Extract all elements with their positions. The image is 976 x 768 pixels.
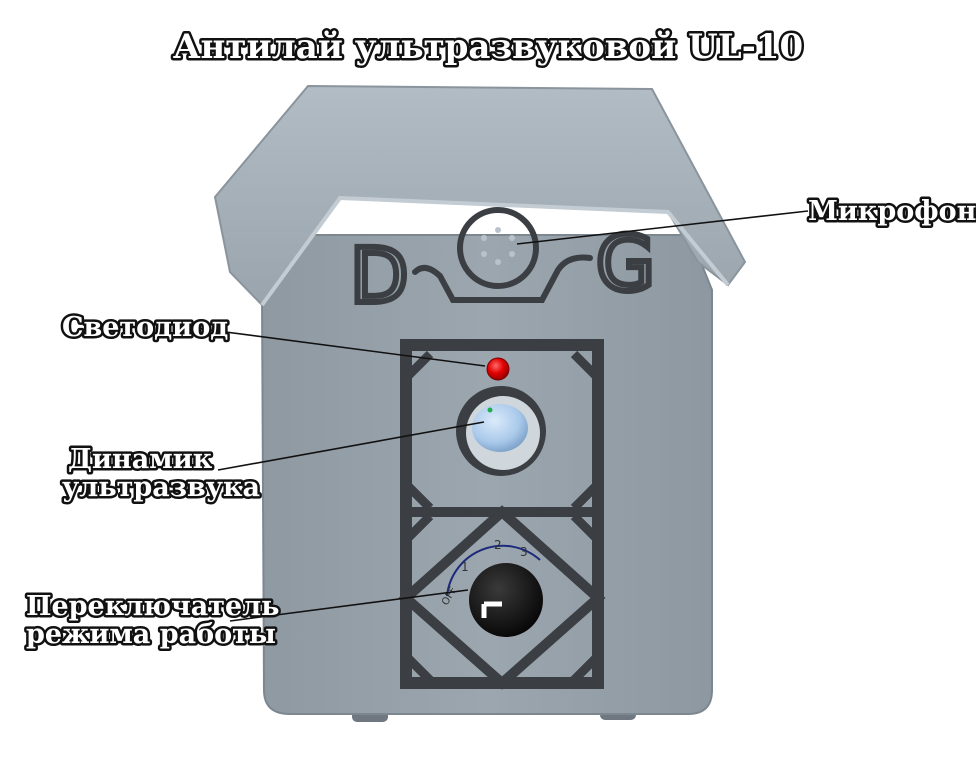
label-speaker-line1: Динамик — [68, 444, 213, 475]
label-led: Светодиод — [62, 312, 228, 343]
ultrasonic-speaker — [456, 386, 546, 476]
microphone-grille — [481, 227, 515, 265]
leader-lines — [194, 210, 809, 622]
dial-label-2: 2 — [494, 538, 502, 552]
device-roof-edge — [260, 195, 730, 307]
microphone-ring — [457, 207, 539, 289]
leader-led — [194, 327, 486, 367]
dial-label-3: 3 — [520, 545, 528, 559]
label-speaker-line2: ультразвука — [62, 472, 260, 503]
diagram-title: Антилай ультразвуковой UL-10 — [173, 27, 803, 67]
mode-knob — [469, 563, 543, 637]
label-switch-line1: Переключатель — [26, 591, 279, 622]
control-panel — [398, 339, 606, 690]
logo-letter-d: D — [350, 231, 409, 320]
label-microphone: Микрофон — [808, 196, 976, 227]
dial-label-1: 1 — [461, 560, 469, 574]
leader-microphone — [516, 210, 809, 245]
logo-connector-line — [412, 254, 593, 303]
leader-speaker — [217, 421, 485, 471]
mode-knob-pointer — [481, 601, 502, 618]
device-roof — [213, 84, 747, 307]
label-switch-line2: режима работы — [26, 619, 276, 650]
led-indicator — [486, 357, 510, 381]
leader-switch — [229, 589, 469, 622]
